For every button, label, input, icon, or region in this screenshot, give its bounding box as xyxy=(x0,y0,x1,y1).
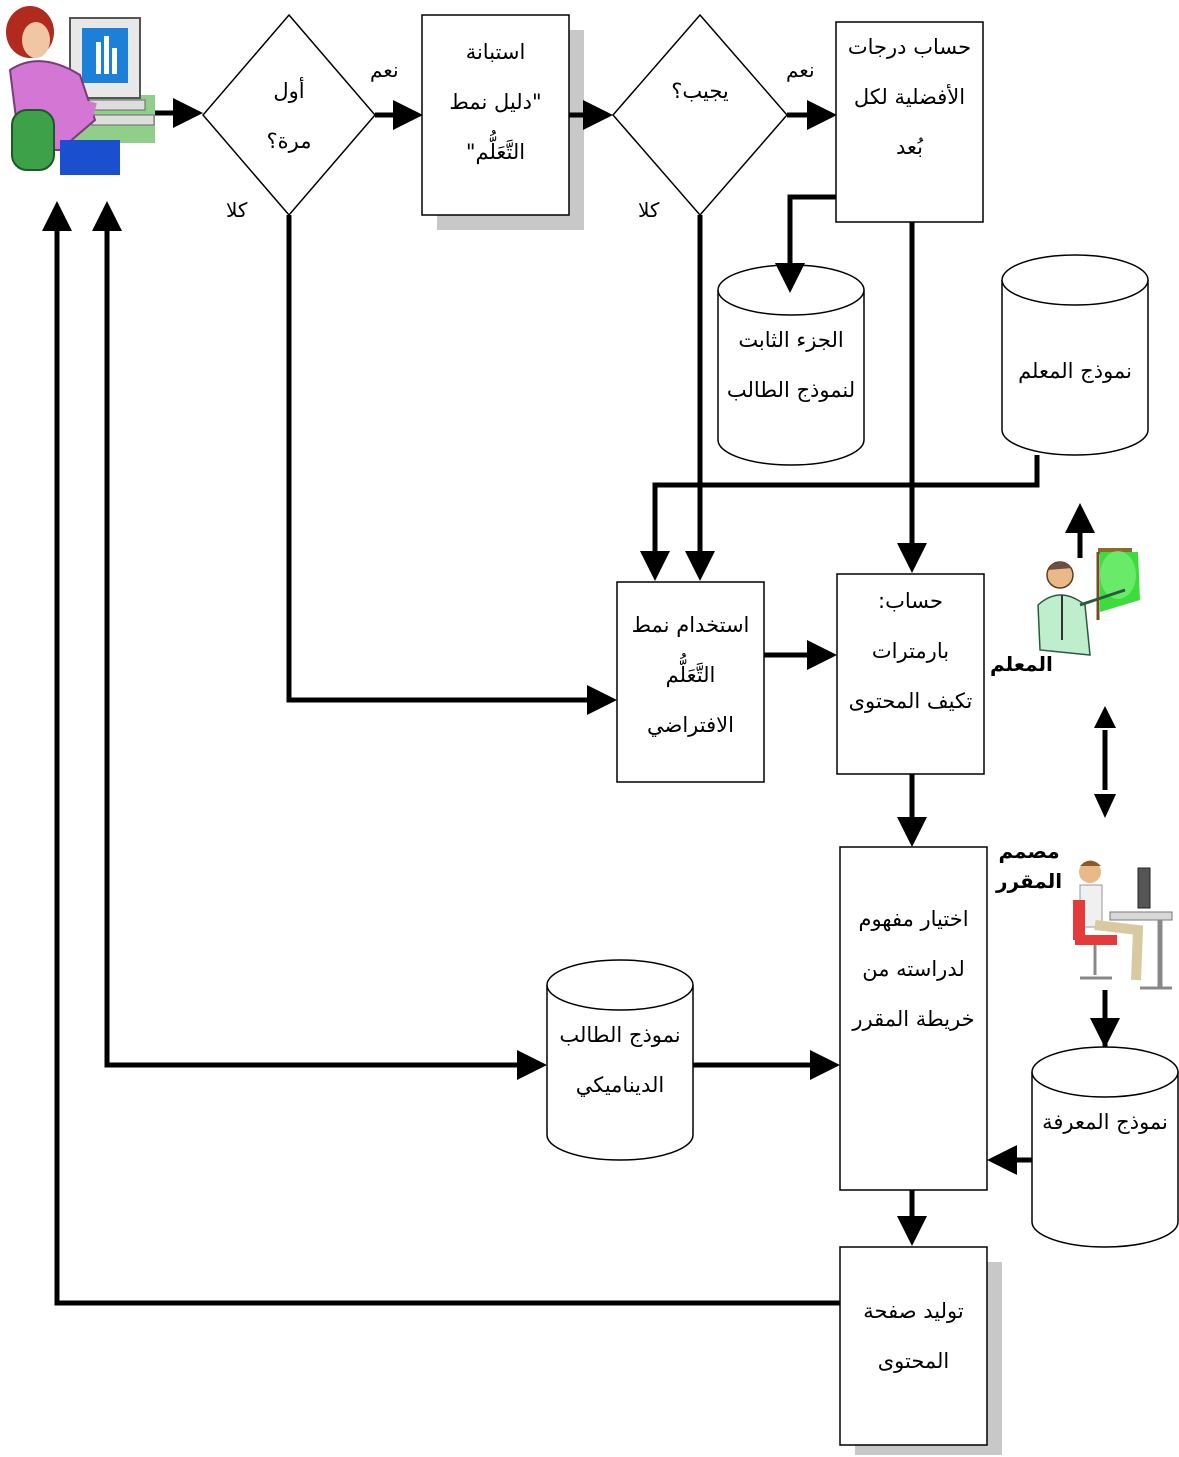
questionnaire-line-3: التَّعَلُّم" xyxy=(465,140,526,164)
yes-label-1: نعم xyxy=(370,58,399,82)
static-part-line-2: لنموذج الطالب xyxy=(726,378,856,402)
compute-params-line-3: تكيف المحتوى xyxy=(848,689,973,713)
compute-scores-label: حساب درجات الأفضلية لكل بُعد xyxy=(836,22,983,172)
no-label-1: كلا xyxy=(226,198,248,222)
connectors xyxy=(42,98,1120,1306)
choose-concept-line-2: لدراسته من xyxy=(862,957,965,981)
default-style-line-2: التَّعَلُّم xyxy=(665,663,716,687)
knowledge-model-label: نموذج المعرفة xyxy=(1042,1110,1168,1134)
designer-label: مصمم المقرر xyxy=(996,836,1062,896)
first-time-line-1: أول xyxy=(273,79,305,103)
compute-params-line-2: بارمترات xyxy=(871,639,950,663)
questionnaire-label: استبانة "دليل نمط التَّعَلُّم" xyxy=(422,27,569,177)
generate-page-label: توليد صفحة المحتوى xyxy=(840,1286,987,1386)
choose-concept-line-3: خريطة المقرر xyxy=(852,1007,975,1031)
yes-label-2: نعم xyxy=(786,58,815,82)
designer-line-1: مصمم xyxy=(998,839,1060,863)
dynamic-model-label: نموذج الطالب الديناميكي xyxy=(547,1010,693,1110)
no-label-2: كلا xyxy=(638,198,660,222)
knowledge-model-db xyxy=(1031,1046,1179,1248)
dynamic-model-line-1: نموذج الطالب xyxy=(559,1023,681,1047)
compute-params-label: حساب: بارمترات تكيف المحتوى xyxy=(837,576,984,726)
choose-concept-label: اختيار مفهوم لدراسته من خريطة المقرر xyxy=(840,894,987,1044)
designer-line-2: المقرر xyxy=(996,869,1063,893)
questionnaire-line-2: "دليل نمط xyxy=(449,90,542,114)
compute-scores-line-1: حساب درجات xyxy=(847,35,972,59)
teacher-model-db xyxy=(1001,254,1149,456)
first-time-label: أول مرة؟ xyxy=(230,66,348,166)
answers-label: يجيب؟ xyxy=(671,79,729,103)
choose-concept-box xyxy=(839,846,988,1191)
student-at-computer-icon xyxy=(6,6,155,175)
designer-at-desk-icon xyxy=(1073,860,1173,990)
static-part-label: الجزء الثابت لنموذج الطالب xyxy=(712,315,870,415)
dynamic-model-line-2: الديناميكي xyxy=(575,1073,665,1097)
teacher-presenting-icon xyxy=(1037,548,1140,656)
teacher-label: المعلم xyxy=(990,652,1053,676)
compute-scores-line-3: بُعد xyxy=(896,135,923,159)
default-style-box xyxy=(616,581,765,783)
compute-scores-line-2: الأفضلية لكل xyxy=(853,85,966,109)
default-style-line-3: الافتراضي xyxy=(647,713,734,737)
generate-page-line-2: المحتوى xyxy=(877,1349,950,1373)
first-time-line-2: مرة؟ xyxy=(266,129,312,153)
default-style-label: استخدام نمط التَّعَلُّم الافتراضي xyxy=(617,600,764,750)
teacher-designer-link xyxy=(1094,706,1116,818)
static-part-line-1: الجزء الثابت xyxy=(738,328,844,352)
default-style-line-1: استخدام نمط xyxy=(631,613,750,637)
generate-page-line-1: توليد صفحة xyxy=(863,1299,964,1323)
compute-params-line-1: حساب: xyxy=(878,589,943,613)
dynamic-student-model-db xyxy=(546,959,694,1161)
questionnaire-line-1: استبانة xyxy=(465,40,526,64)
generate-page-box xyxy=(839,1246,988,1446)
choose-concept-line-1: اختيار مفهوم xyxy=(858,907,969,931)
teacher-model-label: نموذج المعلم xyxy=(1018,359,1132,383)
